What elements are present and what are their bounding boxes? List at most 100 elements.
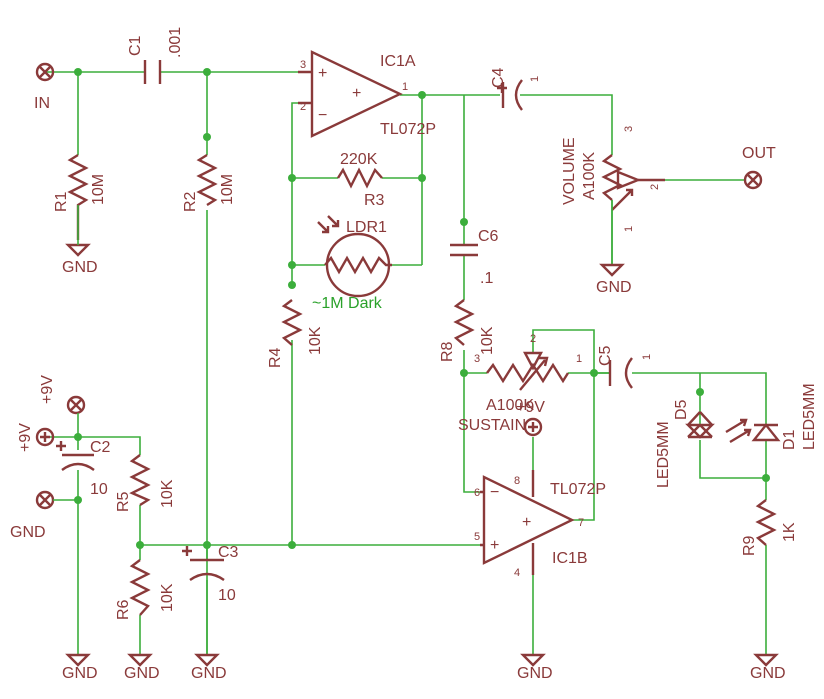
ic1b-inner-plus: +	[522, 514, 531, 531]
plus9v-side-label: +9V	[17, 423, 34, 452]
ldr1-name: LDR1	[346, 219, 387, 236]
ic1b-minus: −	[490, 484, 499, 501]
c2-value: 10	[90, 481, 108, 498]
capacitor-c6	[450, 243, 478, 257]
r3-value: 220K	[340, 151, 378, 168]
ldr-ldr1	[317, 215, 392, 298]
gnd-label-r9: GND	[750, 665, 786, 682]
capacitor-c2	[56, 441, 95, 471]
gnd-label-r6: GND	[124, 665, 160, 682]
input-connector[interactable]	[35, 62, 55, 82]
r3-name: R3	[364, 192, 385, 209]
r9-value: 1K	[781, 522, 798, 542]
r1-name: R1	[53, 191, 70, 212]
led-d1	[751, 423, 781, 442]
input-label: IN	[34, 95, 50, 112]
sustain-value: A100K	[486, 397, 534, 414]
sustain-pin2: 2	[530, 333, 536, 345]
wires	[45, 71, 767, 655]
c1-name: C1	[127, 35, 144, 56]
r4-name: R4	[267, 347, 284, 368]
potentiometer-volume	[601, 154, 665, 211]
resistor-r6	[129, 559, 151, 616]
gnd-label-volume: GND	[596, 279, 632, 296]
resistor-r2	[196, 153, 218, 207]
r9-name: R9	[741, 535, 758, 556]
opamp-ic1a	[298, 50, 403, 138]
d1-value: LED5MM	[801, 383, 818, 450]
volume-pin1: 1	[623, 226, 635, 232]
r6-name: R6	[115, 599, 132, 620]
plus9v-ic-symbol	[523, 417, 543, 437]
c3-name: C3	[218, 544, 239, 561]
c4-name: C4	[490, 67, 507, 88]
r5-name: R5	[115, 491, 132, 512]
resistor-r8	[453, 299, 475, 346]
resistor-r3	[336, 167, 383, 189]
resistor-r5	[129, 454, 151, 507]
led-light-arrows	[725, 418, 752, 444]
ic1a-part: TL072P	[380, 121, 436, 138]
c5-pin: 1	[641, 354, 653, 360]
ic1b-pin5: 5	[474, 531, 480, 543]
resistor-r1	[67, 153, 89, 240]
volume-pin2: 2	[649, 184, 661, 190]
sustain-pin3: 3	[474, 353, 480, 365]
gnd-connector[interactable]	[35, 490, 55, 510]
d5-name: D5	[673, 399, 690, 420]
r8-value: 10K	[479, 326, 496, 355]
plus9v-top-label: +9V	[39, 375, 56, 404]
ic1a-pin2: 2	[300, 101, 306, 113]
ic1b-pin6: 6	[474, 487, 480, 499]
ic1a-plus: +	[318, 65, 327, 82]
ldr1-note: ~1M Dark	[312, 295, 383, 312]
gnd-label-r1: GND	[62, 259, 98, 276]
c5-name: C5	[597, 345, 614, 366]
r1-value: 10M	[90, 174, 107, 205]
plus9v-supply-symbol	[35, 427, 55, 447]
plus9v-connector[interactable]	[66, 395, 86, 415]
gnd-label-c2: GND	[62, 665, 98, 682]
r8-name: R8	[439, 341, 456, 362]
ic1b-pin7: 7	[578, 517, 584, 529]
ic1b-plus: +	[490, 537, 499, 554]
resistor-r4	[281, 299, 303, 346]
capacitor-c5	[608, 357, 633, 389]
r2-value: 10M	[219, 174, 236, 205]
r5-value: 10K	[159, 479, 176, 508]
plus9v-ic-label: +9V	[516, 399, 545, 416]
r6-value: 10K	[159, 583, 176, 612]
c3-value: 10	[218, 587, 236, 604]
volume-name: VOLUME	[561, 137, 578, 205]
r4-value: 10K	[307, 326, 324, 355]
c2-name: C2	[90, 439, 111, 456]
potentiometer-sustain	[486, 351, 570, 391]
ic1b-pin4: 4	[514, 567, 520, 579]
c6-name: C6	[478, 228, 499, 245]
ic1a-minus: −	[318, 107, 327, 124]
output-connector[interactable]	[743, 170, 763, 190]
capacitor-c1	[143, 60, 162, 84]
sustain-name: SUSTAIN	[458, 417, 526, 434]
ic1b-part: TL072P	[550, 481, 606, 498]
gnd-label-c3: GND	[191, 665, 227, 682]
r2-name: R2	[182, 191, 199, 212]
output-label: OUT	[742, 145, 776, 162]
c4-pin: 1	[529, 76, 541, 82]
sustain-pin1: 1	[576, 353, 582, 365]
opamp-ic1b	[480, 470, 575, 575]
d5-value: LED5MM	[655, 421, 672, 488]
c1-value: .001	[167, 27, 184, 58]
volume-pin3: 3	[623, 126, 635, 132]
gnd-label-ic1b: GND	[517, 665, 553, 682]
d1-name: D1	[781, 429, 798, 450]
junctions	[74, 68, 770, 549]
led-d5	[685, 411, 715, 439]
volume-value: A100K	[581, 152, 598, 200]
ic1a-pin1: 1	[402, 81, 408, 93]
ground-symbols	[65, 243, 779, 667]
c6-value: .1	[480, 270, 493, 287]
ic1a-inner-plus: +	[352, 85, 361, 102]
ic1a-pin3: 3	[300, 59, 306, 71]
